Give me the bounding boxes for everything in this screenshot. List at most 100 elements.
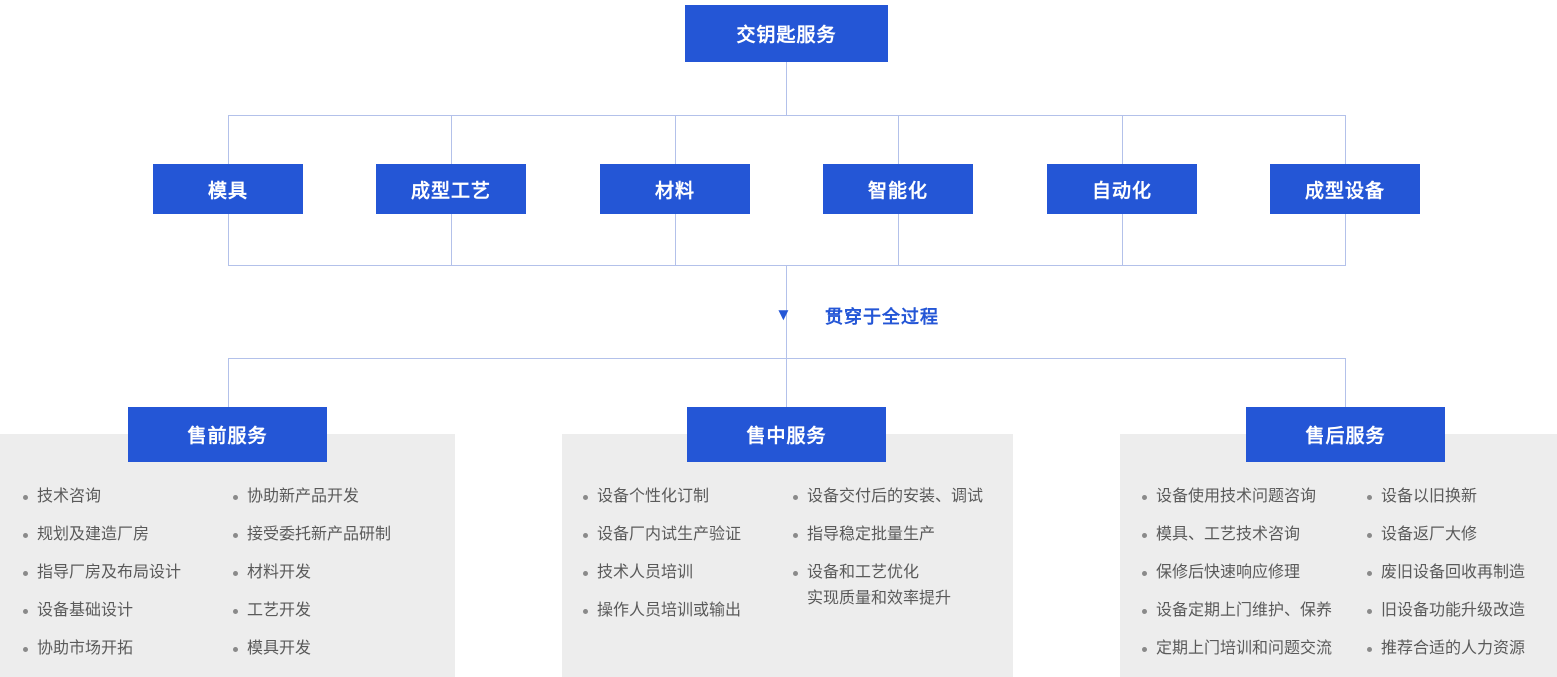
list-item-text: 设备定期上门维护、保养 <box>1156 602 1333 619</box>
list-item-text: 规划及建造厂房 <box>37 526 150 543</box>
list-item-text: 材料开发 <box>247 564 312 581</box>
list-item-text: 设备厂内试生产验证 <box>597 526 742 543</box>
bullet-icon <box>1142 609 1147 614</box>
bullet-icon <box>793 495 798 500</box>
connector-line <box>786 62 787 115</box>
midsales-list-col2: 设备交付后的安装、调试指导稳定批量生产设备和工艺优化 实现质量和效率提升 <box>793 484 983 624</box>
midsales-list-col1: 设备个性化订制设备厂内试生产验证技术人员培训操作人员培训或输出 <box>583 484 741 636</box>
bullet-icon <box>233 533 238 538</box>
list-item: 操作人员培训或输出 <box>583 598 741 624</box>
list-item: 旧设备功能升级改造 <box>1367 598 1525 624</box>
list-item: 协助新产品开发 <box>233 484 391 510</box>
bullet-icon <box>233 495 238 500</box>
node-label: 模具 <box>207 180 248 202</box>
panel-presales: 技术咨询规划及建造厂房指导厂房及布局设计设备基础设计协助市场开拓 协助新产品开发… <box>0 434 455 677</box>
bullet-icon <box>1142 495 1147 500</box>
bullet-icon <box>23 495 28 500</box>
list-item: 定期上门培训和问题交流 <box>1142 636 1332 662</box>
list-item-text: 技术人员培训 <box>597 564 694 581</box>
bullet-icon <box>1367 647 1372 652</box>
list-item-text: 定期上门培训和问题交流 <box>1156 640 1333 657</box>
node-label: 售前服务 <box>187 426 268 447</box>
list-item: 设备定期上门维护、保养 <box>1142 598 1332 624</box>
list-item-text: 设备返厂大修 <box>1381 526 1478 543</box>
node-intelligence: 智能化 <box>823 164 973 214</box>
list-item-text: 操作人员培训或输出 <box>597 602 742 619</box>
list-item-text: 协助新产品开发 <box>247 488 360 505</box>
list-item-text: 设备使用技术问题咨询 <box>1156 488 1317 505</box>
list-item: 设备返厂大修 <box>1367 522 1525 548</box>
list-item-text: 推荐合适的人力资源 <box>1381 640 1526 657</box>
bullet-icon <box>793 571 798 576</box>
list-item: 推荐合适的人力资源 <box>1367 636 1525 662</box>
header-aftersales: 售后服务 <box>1246 407 1445 462</box>
list-item: 设备基础设计 <box>23 598 181 624</box>
node-materials: 材料 <box>600 164 750 214</box>
bullet-icon <box>23 647 28 652</box>
bullet-icon <box>1367 571 1372 576</box>
panel-midsales: 设备个性化订制设备厂内试生产验证技术人员培训操作人员培训或输出 设备交付后的安装… <box>562 434 1013 677</box>
list-item: 材料开发 <box>233 560 391 586</box>
connector-line <box>786 265 787 407</box>
list-item: 指导稳定批量生产 <box>793 522 983 548</box>
list-item-text: 保修后快速响应修理 <box>1156 564 1301 581</box>
node-label: 售后服务 <box>1305 426 1386 447</box>
bullet-icon <box>1367 495 1372 500</box>
bullet-icon <box>1142 533 1147 538</box>
bullet-icon <box>23 609 28 614</box>
list-item: 模具开发 <box>233 636 391 662</box>
list-item-text: 设备以旧换新 <box>1381 488 1478 505</box>
list-item-text: 废旧设备回收再制造 <box>1381 564 1526 581</box>
node-molding-process: 成型工艺 <box>376 164 526 214</box>
connector-line <box>228 358 229 407</box>
list-item-text: 接受委托新产品研制 <box>247 526 392 543</box>
node-label: 成型设备 <box>1304 180 1385 202</box>
list-item-text: 模具开发 <box>247 640 312 657</box>
node-molds: 模具 <box>153 164 303 214</box>
header-midsales: 售中服务 <box>687 407 886 462</box>
list-item: 废旧设备回收再制造 <box>1367 560 1525 586</box>
bullet-icon <box>583 609 588 614</box>
list-item-text: 工艺开发 <box>247 602 312 619</box>
bullet-icon <box>583 495 588 500</box>
bullet-icon <box>233 609 238 614</box>
bullet-icon <box>1367 609 1372 614</box>
node-label: 智能化 <box>867 180 928 202</box>
presales-list-col2: 协助新产品开发接受委托新产品研制材料开发工艺开发模具开发 <box>233 484 391 674</box>
connector-line <box>228 115 1346 116</box>
list-item: 设备和工艺优化 实现质量和效率提升 <box>793 560 983 612</box>
list-item: 设备使用技术问题咨询 <box>1142 484 1332 510</box>
bullet-icon <box>1142 571 1147 576</box>
list-item: 设备交付后的安装、调试 <box>793 484 983 510</box>
header-presales: 售前服务 <box>128 407 327 462</box>
list-item: 设备厂内试生产验证 <box>583 522 741 548</box>
node-label: 交钥匙服务 <box>736 25 837 46</box>
node-turnkey-service: 交钥匙服务 <box>685 5 888 62</box>
node-label: 售中服务 <box>746 426 827 447</box>
bullet-icon <box>1142 647 1147 652</box>
aftersales-list-col1: 设备使用技术问题咨询模具、工艺技术咨询保修后快速响应修理设备定期上门维护、保养定… <box>1142 484 1332 674</box>
list-item: 保修后快速响应修理 <box>1142 560 1332 586</box>
list-item: 工艺开发 <box>233 598 391 624</box>
node-molding-equipment: 成型设备 <box>1270 164 1420 214</box>
list-item: 技术咨询 <box>23 484 181 510</box>
list-item-text: 技术咨询 <box>37 488 102 505</box>
list-item: 协助市场开拓 <box>23 636 181 662</box>
bullet-icon <box>583 571 588 576</box>
connector-line <box>1345 358 1346 407</box>
list-item: 指导厂房及布局设计 <box>23 560 181 586</box>
node-label: 自动化 <box>1091 180 1152 202</box>
aftersales-list-col2: 设备以旧换新设备返厂大修废旧设备回收再制造旧设备功能升级改造推荐合适的人力资源 <box>1367 484 1525 674</box>
bullet-icon <box>793 533 798 538</box>
bullet-icon <box>583 533 588 538</box>
list-item: 设备个性化订制 <box>583 484 741 510</box>
node-label: 材料 <box>654 180 695 202</box>
list-item-text: 指导厂房及布局设计 <box>37 564 182 581</box>
list-item-text: 模具、工艺技术咨询 <box>1156 526 1301 543</box>
process-note-label: 贯穿于全过程 <box>825 307 939 327</box>
connector-line <box>228 358 1346 359</box>
panel-aftersales: 设备使用技术问题咨询模具、工艺技术咨询保修后快速响应修理设备定期上门维护、保养定… <box>1120 434 1557 677</box>
down-arrow-icon: ▼ <box>775 305 792 324</box>
presales-list-col1: 技术咨询规划及建造厂房指导厂房及布局设计设备基础设计协助市场开拓 <box>23 484 181 674</box>
